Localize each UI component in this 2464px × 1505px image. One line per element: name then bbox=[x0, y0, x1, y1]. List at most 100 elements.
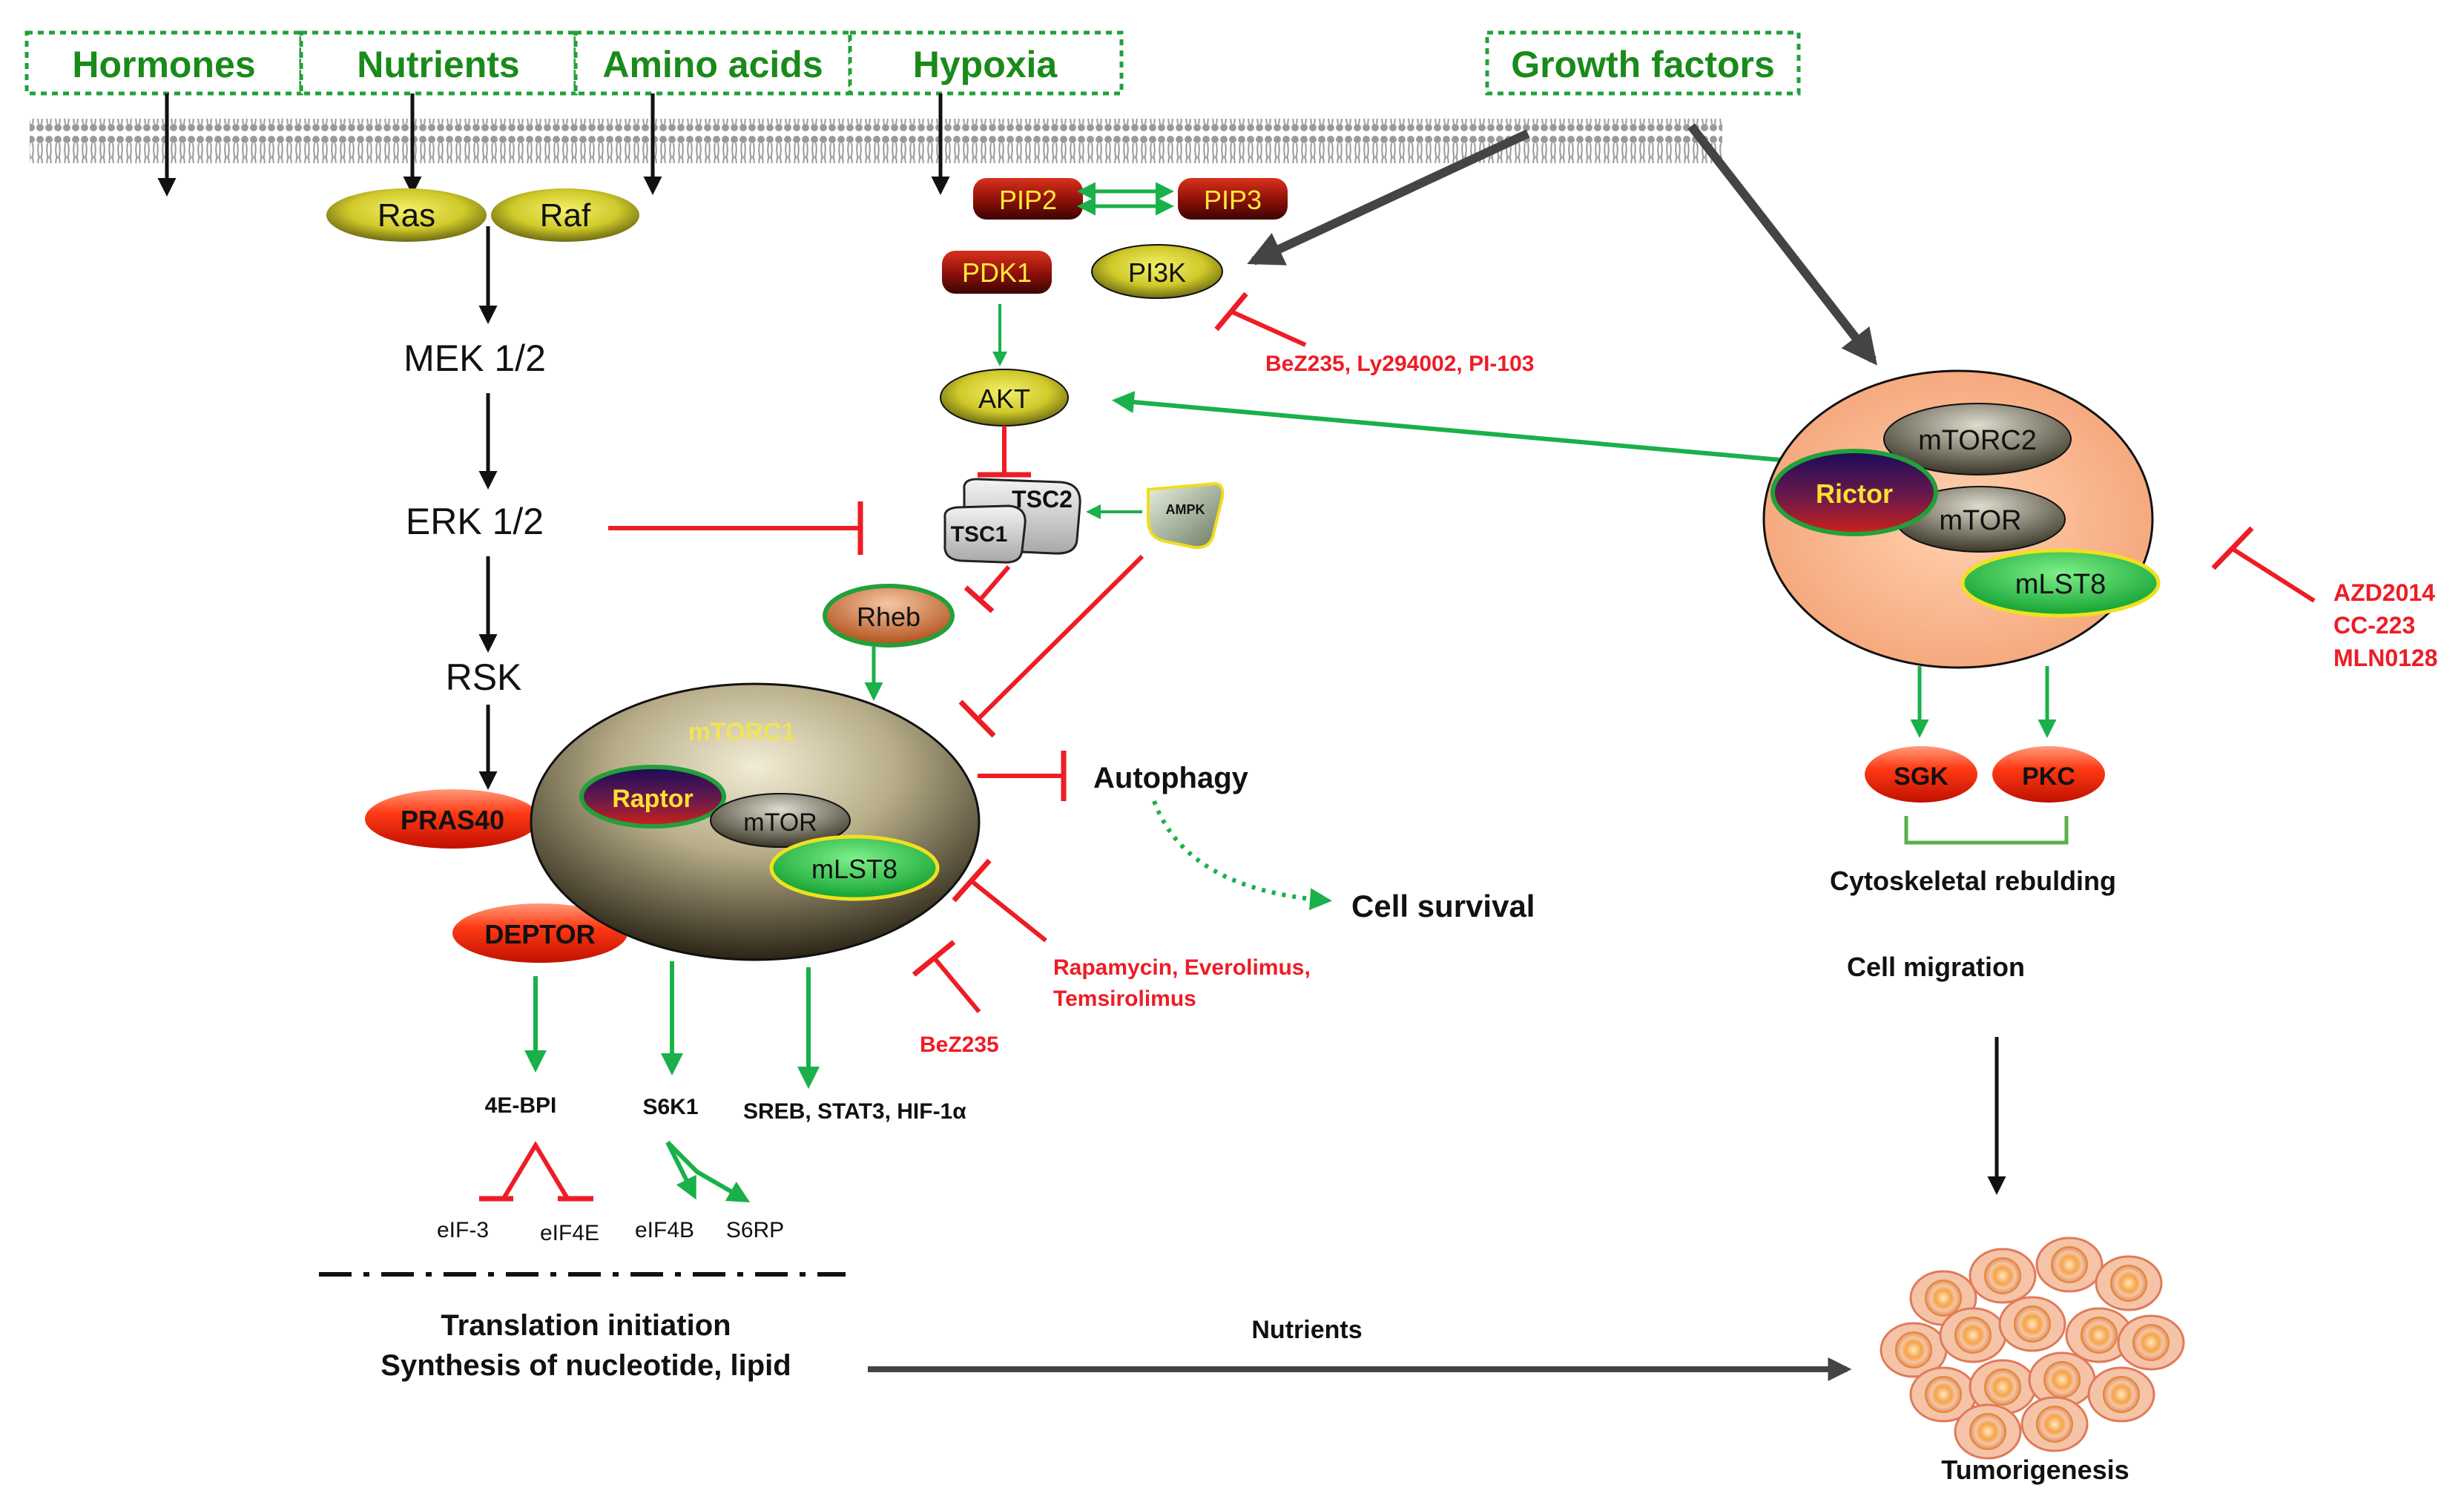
rapalogs-line2: Temsirolimus bbox=[1053, 987, 1196, 1011]
mtorc2-mlst8-label: mLST8 bbox=[2015, 569, 2106, 600]
cell-migration-label: Cell migration bbox=[1847, 952, 2025, 982]
tsc-complex: TSC2 TSC1 bbox=[943, 478, 1081, 564]
mtorc1-mtor-node: mTOR bbox=[710, 793, 851, 848]
tumor-cell-nucleus bbox=[2014, 1305, 2051, 1343]
four-ebp-label: 4E-BPI bbox=[485, 1093, 557, 1118]
tumor-cell-nucleus bbox=[1895, 1331, 1932, 1369]
s6rp-label: S6RP bbox=[726, 1218, 784, 1242]
inhibit-bar-pi3k bbox=[1214, 292, 1248, 332]
mtorc2-complex: mTORC2 mTOR Rictor mLST8 bbox=[1762, 369, 2161, 669]
growth-factors-label: Growth factors bbox=[1511, 44, 1775, 85]
mtorc2-title: mTORC2 bbox=[1918, 425, 2037, 456]
tumor-cell-nucleus bbox=[2043, 1361, 2081, 1398]
eif3-label: eIF-3 bbox=[437, 1218, 489, 1242]
signal-box-hormones: Hormones bbox=[24, 30, 303, 96]
inhibit-tsc-rheb bbox=[978, 565, 1011, 601]
amino-acids-label: Amino acids bbox=[602, 44, 823, 85]
raptor-node: Raptor bbox=[579, 765, 726, 829]
mek-label: MEK 1/2 bbox=[403, 337, 546, 379]
hormones-label: Hormones bbox=[72, 44, 255, 85]
pkc-label: PKC bbox=[2022, 763, 2075, 791]
signal-box-growth-factors: Growth factors bbox=[1485, 30, 1801, 96]
tumor-cell-nucleus bbox=[1925, 1376, 1962, 1413]
nutrients-label: Nutrients bbox=[357, 44, 519, 85]
raptor-label: Raptor bbox=[612, 785, 694, 813]
raf-node: Raf bbox=[491, 188, 639, 242]
ampk-label: AMPK bbox=[1166, 502, 1205, 517]
akt-node: AKT bbox=[940, 369, 1069, 427]
arrow-gf-mtorc2 bbox=[1687, 123, 1877, 366]
pdk1-label: PDK1 bbox=[962, 257, 1032, 288]
autophagy-label: Autophagy bbox=[1093, 762, 1249, 794]
pi3k-label: PI3K bbox=[1128, 257, 1186, 288]
mtorc2-mtor-label: mTOR bbox=[1939, 505, 2021, 536]
tsc2-label: TSC2 bbox=[1012, 486, 1073, 513]
tumor-cell-nucleus bbox=[2081, 1317, 2118, 1354]
pras40-label: PRAS40 bbox=[401, 805, 504, 835]
tumor-cell-nucleus bbox=[2103, 1376, 2140, 1413]
cell-membrane bbox=[30, 119, 1722, 163]
tumor-cell-nucleus bbox=[1954, 1317, 1992, 1354]
pip3-label: PIP3 bbox=[1204, 185, 1262, 215]
rheb-node: Rheb bbox=[823, 584, 955, 648]
translation-line2: Synthesis of nucleotide, lipid bbox=[381, 1349, 791, 1382]
arrow-s6k1-s6rp bbox=[665, 1140, 751, 1202]
pkc-node: PKC bbox=[1992, 746, 2105, 803]
cytoskeletal-label: Cytoskeletal rebulding bbox=[1830, 866, 2116, 896]
ras-node: Ras bbox=[326, 188, 487, 242]
translation-line1: Translation initiation bbox=[441, 1309, 731, 1342]
sgk-label: SGK bbox=[1894, 763, 1949, 791]
rictor-node: Rictor bbox=[1770, 449, 1938, 536]
inhibit-bar-tsc bbox=[963, 585, 995, 613]
deptor-node: DEPTOR bbox=[452, 903, 627, 963]
tumorigenesis-label: Tumorigenesis bbox=[1941, 1455, 2129, 1485]
s6k1-label: S6K1 bbox=[642, 1095, 698, 1119]
tsc1-label: TSC1 bbox=[951, 522, 1008, 547]
tumor-cell-nucleus bbox=[1984, 1257, 2021, 1294]
pip3-node: PIP3 bbox=[1178, 178, 1288, 220]
pip2-node: PIP2 bbox=[973, 178, 1083, 220]
tumor-cell-nucleus bbox=[1984, 1369, 2021, 1406]
bracket-sgk-pkc bbox=[1904, 816, 2069, 845]
mtorc1-mlst8-node: mLST8 bbox=[769, 834, 940, 901]
mtorc2-mlst8-node: mLST8 bbox=[1960, 548, 2161, 618]
nutrients-arrow-label: Nutrients bbox=[1251, 1316, 1362, 1344]
signal-box-hypoxia: Hypoxia bbox=[848, 30, 1124, 96]
mtorc2-inhibitor-2: CC-223 bbox=[2333, 612, 2415, 639]
hypoxia-label: Hypoxia bbox=[913, 44, 1058, 85]
inhibit-bar-mtorc2 bbox=[2211, 526, 2254, 570]
arrow-mtorc2-akt bbox=[1112, 391, 1781, 462]
mtorc2-title-node: mTORC2 bbox=[1883, 403, 2072, 475]
inhibit-4ebp bbox=[502, 1141, 569, 1199]
tumor-cell-nucleus bbox=[2110, 1265, 2147, 1302]
rictor-label: Rictor bbox=[1816, 478, 1893, 509]
arrow-gf-pi3k bbox=[1247, 129, 1530, 266]
mtorc1-mtor-label: mTOR bbox=[743, 809, 817, 837]
inhibit-bar-bez bbox=[912, 940, 956, 977]
inhibit-mtorc2 bbox=[2231, 547, 2316, 603]
rapalogs-line1: Rapamycin, Everolimus, bbox=[1053, 955, 1311, 980]
eif4e-label: eIF4E bbox=[540, 1221, 599, 1245]
raf-label: Raf bbox=[540, 197, 591, 234]
arrow-s6k1-eif4b bbox=[665, 1141, 696, 1200]
mtorc2-mtor-node: mTOR bbox=[1895, 486, 2066, 553]
deptor-label: DEPTOR bbox=[484, 919, 595, 949]
inhibit-bar-rapalogs bbox=[952, 858, 992, 903]
eif4b-label: eIF4B bbox=[635, 1218, 694, 1242]
inhibit-pi3k bbox=[1230, 309, 1307, 347]
sreb-label: SREB, STAT3, HIF-1α bbox=[743, 1099, 966, 1124]
mtorc2-inhibitor-1: AZD2014 bbox=[2333, 579, 2435, 606]
tumor-cell-nucleus bbox=[2051, 1246, 2088, 1283]
cell-survival-label: Cell survival bbox=[1351, 889, 1535, 923]
pi3k-node: PI3K bbox=[1091, 244, 1223, 299]
mtorc1-complex: mTORC1 Raptor mTOR mLST8 bbox=[530, 682, 981, 961]
bez-label: BeZ235 bbox=[920, 1033, 999, 1057]
signal-box-amino-acids: Amino acids bbox=[573, 30, 852, 96]
tumor-cell-nucleus bbox=[2132, 1324, 2170, 1361]
sgk-node: SGK bbox=[1865, 746, 1977, 803]
signal-box-nutrients: Nutrients bbox=[299, 30, 578, 96]
rheb-label: Rheb bbox=[857, 602, 920, 632]
pras40-node: PRAS40 bbox=[365, 789, 540, 849]
pdk1-node: PDK1 bbox=[942, 251, 1052, 294]
inhibit-ampk-mtorc1 bbox=[977, 554, 1144, 720]
